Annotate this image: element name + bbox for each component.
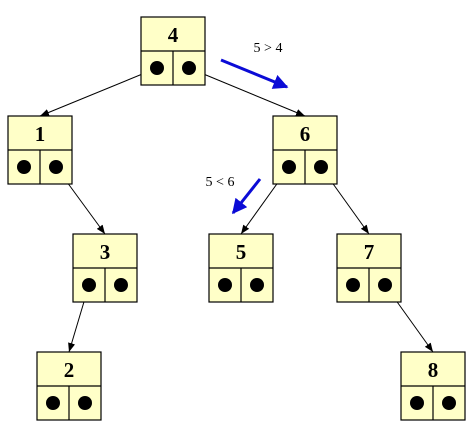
comparison-hint-cmp-root: 5 > 4 <box>220 41 289 89</box>
node-key-label: 8 <box>428 358 439 382</box>
right-child-pointer-dot <box>114 278 128 292</box>
right-child-pointer-dot <box>49 160 63 174</box>
left-child-pointer-dot <box>150 61 164 75</box>
tree-node-4: 4 <box>140 16 206 86</box>
tree-node-1: 1 <box>7 115 73 185</box>
comparison-hint-text: 5 > 4 <box>254 41 283 56</box>
node-key-label: 3 <box>100 240 111 264</box>
comparison-hint-text: 5 < 6 <box>206 175 235 190</box>
right-child-pointer-dot <box>314 160 328 174</box>
right-child-pointer-dot <box>250 278 264 292</box>
comparison-direction-arrow <box>231 178 262 215</box>
tree-node-8: 8 <box>400 351 466 421</box>
edge-4-to-1 <box>39 67 158 117</box>
left-child-pointer-dot <box>17 160 31 174</box>
left-child-pointer-dot <box>82 278 96 292</box>
node-key-label: 6 <box>300 122 311 146</box>
right-child-pointer-dot <box>78 396 92 410</box>
node-key-label: 5 <box>236 240 247 264</box>
node-key-label: 4 <box>168 23 179 47</box>
right-child-pointer-dot <box>182 61 196 75</box>
tree-node-3: 3 <box>72 233 138 303</box>
node-key-label: 2 <box>64 358 75 382</box>
left-child-pointer-dot <box>410 396 424 410</box>
tree-node-6: 6 <box>272 115 338 185</box>
nodes-layer: 4 1 6 3 5 7 2 8 <box>7 16 466 421</box>
right-child-pointer-dot <box>442 396 456 410</box>
edge-4-to-6 <box>188 67 306 117</box>
tree-node-5: 5 <box>208 233 274 303</box>
node-key-label: 7 <box>364 240 375 264</box>
left-child-pointer-dot <box>282 160 296 174</box>
comparison-hint-cmp-six: 5 < 6 <box>206 175 262 215</box>
left-child-pointer-dot <box>346 278 360 292</box>
comparison-hints-layer: 5 > 4 5 < 6 <box>206 41 289 215</box>
left-child-pointer-dot <box>218 278 232 292</box>
node-key-label: 1 <box>35 122 46 146</box>
tree-node-7: 7 <box>336 233 402 303</box>
comparison-direction-arrow <box>220 58 289 89</box>
left-child-pointer-dot <box>46 396 60 410</box>
tree-node-2: 2 <box>36 351 102 421</box>
right-child-pointer-dot <box>378 278 392 292</box>
